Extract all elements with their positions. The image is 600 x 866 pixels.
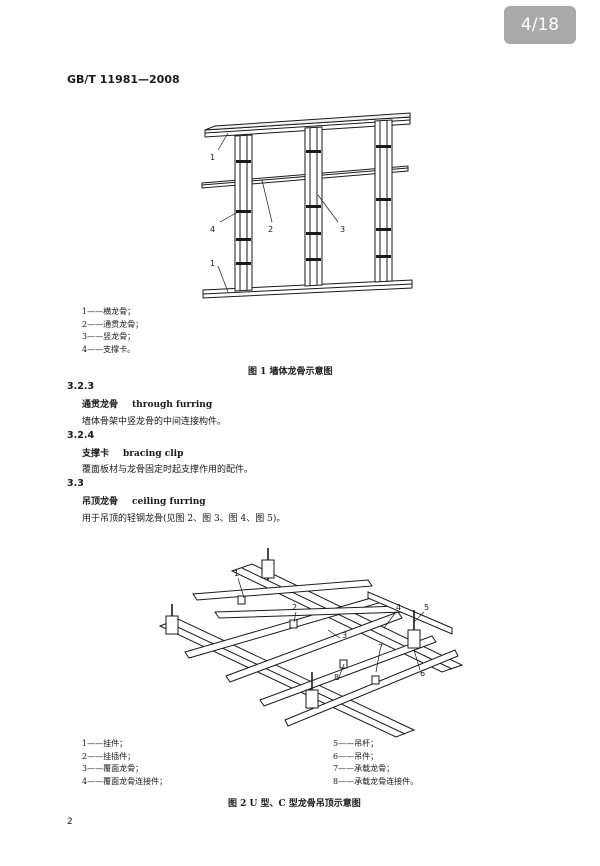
term-heading: 支撑卡 bracing clip <box>82 446 183 459</box>
furring-channel <box>284 649 459 727</box>
term-cn: 支撑卡 <box>82 449 110 459</box>
legend-item: 5——吊杆； <box>333 739 379 748</box>
fig1-callout-1: 1 <box>210 153 215 162</box>
legend-item: 3——覆面龙骨； <box>82 764 144 773</box>
legend-item: 7——承载龙骨； <box>333 764 395 773</box>
term-definition: 覆面板材与龙骨固定时起支撑作用的配件。 <box>82 465 254 475</box>
term-en: bracing clip <box>123 449 184 459</box>
legend-item: 1——横龙骨； <box>82 307 136 316</box>
term-cn: 通贯龙骨 <box>82 400 119 410</box>
fig1-callout-1b: 1 <box>210 259 215 268</box>
legend-item: 2——挂插件； <box>82 751 136 761</box>
figure1-caption: 图 1 墙体龙骨示意图 <box>248 367 333 377</box>
legend-item: 4——覆面龙骨连接件； <box>82 776 168 786</box>
section-number: 3.2.4 <box>67 430 95 441</box>
fig2-callout-2: 2 <box>292 603 297 612</box>
legend-item: 8——承载龙骨连接件。 <box>333 776 419 786</box>
furring-channel <box>192 579 373 601</box>
fig1-callout-2: 2 <box>268 225 273 234</box>
legend-item: 3——竖龙骨； <box>82 332 136 341</box>
furring-channel <box>225 611 403 683</box>
term-heading: 吊顶龙骨 ceiling furring <box>82 494 206 507</box>
page-number: 2 <box>67 817 73 827</box>
fig2-callout-4: 4 <box>396 603 401 612</box>
fig2-callout-3: 3 <box>342 631 347 640</box>
fig1-callout-4: 4 <box>210 225 215 234</box>
furring-channel <box>259 635 437 707</box>
figure2-caption: 图 2 U 型、C 型龙骨吊顶示意图 <box>228 799 361 809</box>
legend-item: 6——吊件； <box>333 751 379 761</box>
term-en: ceiling furring <box>132 497 206 507</box>
legend-item: 1——挂件； <box>82 739 128 748</box>
legend-item: 4——支撑卡。 <box>82 344 136 354</box>
figure1-legend: 1——横龙骨； 2——通贯龙骨； 3——竖龙骨； 4——支撑卡。 <box>82 306 143 356</box>
figure2-legend-left: 1——挂件； 2——挂插件； 3——覆面龙骨； 4——覆面龙骨连接件； <box>82 738 167 788</box>
fig2-callout-1: 1 <box>234 569 239 578</box>
page-indicator[interactable]: 4/18 <box>504 6 576 44</box>
term-definition: 墙体骨架中竖龙骨的中间连接构件。 <box>82 417 227 427</box>
legend-item: 2——通贯龙骨； <box>82 319 144 329</box>
fig2-callout-6: 6 <box>420 669 425 678</box>
term-heading: 通贯龙骨 through furring <box>82 397 212 410</box>
term-definition: 用于吊顶的轻钢龙骨(见图 2、图 3、图 4、图 5)。 <box>82 514 286 524</box>
term-en: through furring <box>132 400 213 410</box>
standard-header: GB/T 11981—2008 <box>67 73 180 86</box>
section-number: 3.3 <box>67 478 84 489</box>
fig2-callout-5: 5 <box>424 603 429 612</box>
term-cn: 吊顶龙骨 <box>82 497 119 507</box>
fig2-callout-8: 8 <box>334 673 339 682</box>
furring-connector <box>367 591 453 635</box>
fig2-callout-7: 7 <box>378 643 383 652</box>
section-number: 3.2.3 <box>67 381 95 392</box>
figure2-legend-right: 5——吊杆； 6——吊件； 7——承载龙骨； 8——承载龙骨连接件。 <box>333 738 418 788</box>
fig1-callout-3: 3 <box>340 225 345 234</box>
